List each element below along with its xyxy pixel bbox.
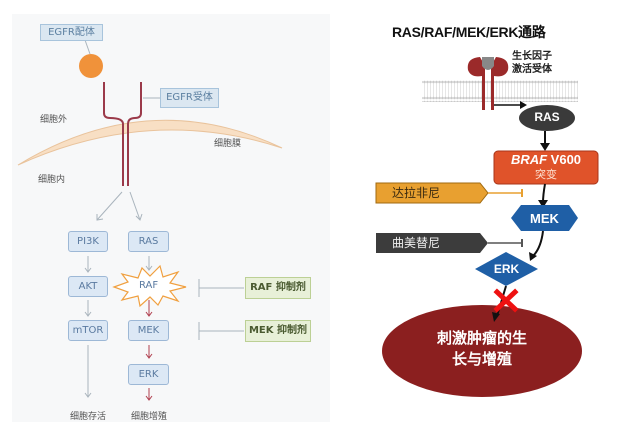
arrow-to-pi3k: [96, 191, 123, 221]
dabrafenib-arrow-shape: [375, 182, 489, 204]
erk-label: ERK: [493, 262, 520, 276]
egfr-ligand-label: EGFR配体: [40, 24, 103, 41]
receptor-label-line2: 激活受体: [512, 64, 552, 75]
outcome-label: 刺激肿瘤的生 长与增殖: [382, 328, 582, 370]
intracellular-label: 细胞内: [38, 175, 66, 185]
ras-label: RAS: [534, 110, 560, 124]
erk-diamond: [475, 252, 538, 286]
blocked-x-icon: [493, 288, 519, 313]
lipid-bilayer: [422, 80, 578, 102]
membrane-label: 细胞膜: [214, 139, 242, 149]
egfr-ligand-circle: [79, 54, 103, 78]
raf-burst-shape: [112, 264, 187, 308]
node-pi3k: PI3K: [68, 231, 108, 252]
growth-factor-receptor: [467, 57, 509, 110]
node-raf-left: RAF: [139, 280, 159, 291]
ras-ellipse: [519, 105, 575, 131]
dabrafenib-label: 达拉非尼: [392, 186, 441, 200]
trametinib-label: 曲美替尼: [392, 236, 441, 250]
node-akt: AKT: [68, 276, 108, 297]
trametinib-arrow-shape: [376, 233, 488, 253]
egfr-receptor-right-strand: [127, 82, 142, 186]
pathway-title: RAS/RAF/MEK/ERK通路: [392, 24, 546, 40]
receptor-ligand-core: [482, 57, 494, 70]
mek-hexagon: [511, 205, 578, 231]
braf-variant-label: V600: [547, 152, 582, 167]
mek-label: MEK: [530, 211, 559, 226]
receptor-label: 生长因子 激活受体: [512, 50, 552, 76]
egfr-receptor-left-strand: [103, 82, 124, 186]
ligand-connector: [84, 39, 91, 55]
outcome-line1: 刺激肿瘤的生: [436, 329, 527, 347]
arrow-to-ras: [129, 191, 141, 221]
node-mek-left: MEK: [128, 320, 169, 341]
braf-gene-label: BRAF: [510, 152, 548, 167]
extracellular-label: 细胞外: [40, 115, 68, 125]
braf-label: BRAF V600 突变: [494, 152, 598, 182]
braf-mutation-label: 突变: [535, 169, 557, 181]
arrow-mek-erk: [532, 230, 544, 257]
receptor-label-line1: 生长因子: [512, 51, 552, 62]
node-erk-left: ERK: [128, 364, 169, 385]
tumor-growth-ellipse: [382, 305, 582, 397]
outcome-cell-survival: 细胞存活: [70, 412, 107, 422]
mek-inhibitor-label: MEK 抑制剂: [245, 320, 311, 342]
outcome-line2: 长与增殖: [451, 350, 512, 368]
node-ras-left: RAS: [128, 231, 169, 252]
cell-membrane: [17, 119, 283, 166]
egfr-receptor-label: EGFR受体: [160, 88, 219, 108]
outcome-cell-proliferation: 细胞增殖: [131, 412, 168, 422]
braf-v600-box: [493, 150, 599, 185]
raf-inhibitor-label: RAF 抑制剂: [245, 277, 311, 299]
node-mtor: mTOR: [68, 320, 108, 341]
egfr-pathway-panel: [12, 14, 330, 422]
